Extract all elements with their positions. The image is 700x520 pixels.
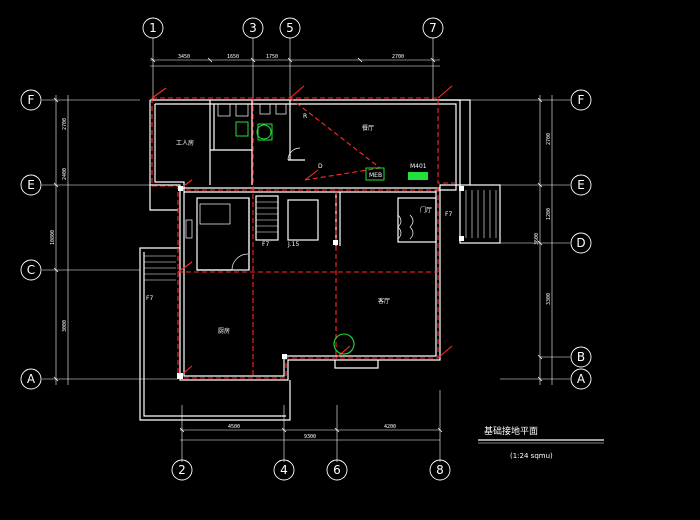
axis-label: A [27,372,36,386]
axis-bubble-right-F: F [570,89,592,111]
axis-bubbles: 1 3 5 7 2 4 6 8 [20,17,592,481]
axis-bubble-top-3: 3 [242,17,264,39]
dim-text: 1200 [546,208,552,220]
axis-bubble-bottom-8: 8 [429,459,451,481]
axis-bubble-bottom-4: 4 [273,459,295,481]
section-marks [177,186,464,379]
axis-bubble-right-A: A [570,368,592,390]
axis-bubble-left-C: C [20,259,42,281]
axis-label: 5 [286,21,294,35]
axis-bubble-bottom-2: 2 [171,459,193,481]
axis-label: 6 [333,463,341,477]
axis-label: 2 [178,463,186,477]
m401-box [408,172,428,180]
equipment-label: M401 [410,163,427,170]
axis-bubble-left-A: A [20,368,42,390]
meb-box [365,167,385,181]
axis-label: F [578,93,585,107]
dim-text: 2700 [62,118,68,130]
dim-text: 2400 [62,168,68,180]
axis-label: D [576,236,585,250]
note-label: F7 [146,295,153,302]
axis-bubble-top-1: 1 [142,17,164,39]
dim-text: 3300 [546,293,552,305]
axis-bubble-top-5: 5 [279,17,301,39]
axis-label: 4 [280,463,288,477]
axis-label: B [577,350,585,364]
dim-text: 4200 [384,424,396,430]
note-label: R [303,113,307,120]
note-label: D [318,163,323,170]
axis-label: A [577,372,586,386]
dim-text: 3600 [534,233,540,245]
dim-text: 2700 [546,133,552,145]
axis-bubble-right-B: B [570,346,592,368]
axis-label: 8 [436,463,444,477]
grid-lines [42,38,570,462]
axis-bubble-top-7: 7 [422,17,444,39]
equipment-label: MEB [369,172,382,179]
dimension-ticks [53,57,543,433]
axis-label: E [577,178,585,192]
stair-treads [144,190,497,281]
dim-text: 10800 [50,230,56,245]
axis-label: F [28,93,35,107]
room-label: 厨房 [218,327,230,335]
note-label: F7 [262,241,269,248]
terminal-circle-marker [256,124,272,140]
axis-label: 7 [429,21,437,35]
axis-bubble-right-E: E [570,174,592,196]
axis-label: 3 [249,21,257,35]
axis-bubble-bottom-6: 6 [326,459,348,481]
drawing-title: 基础接地平面 [484,425,538,437]
axis-label: C [27,263,35,277]
axis-bubble-right-D: D [570,232,592,254]
green-markers [235,121,428,355]
terminal-box-marker [257,123,273,141]
ground-point-marker [333,333,355,355]
axis-label: E [27,178,35,192]
room-label: 门厅 [420,206,432,214]
dim-text: 1650 [227,54,239,60]
note-label: J.15 [287,241,299,248]
axis-bubble-left-E: E [20,174,42,196]
grounding-lines [151,97,458,379]
room-label: 餐厅 [362,124,374,132]
dim-text: 3450 [178,54,190,60]
walls [139,99,501,421]
drawing-subtitle: (1:24 sqmu) [510,452,553,460]
dim-text: 2700 [392,54,404,60]
note-label: F7 [445,211,452,218]
room-label: 客厅 [378,297,390,305]
dim-text: 1750 [266,54,278,60]
dim-text: 3000 [62,320,68,332]
dimension-lines [55,59,553,441]
fixtures [185,103,414,271]
axis-bubble-left-F: F [20,89,42,111]
axis-label: 1 [149,21,157,35]
dim-text: 4500 [228,424,240,430]
terminal-box-marker [235,121,249,137]
dim-text: 9300 [304,434,316,440]
room-label: 工人房 [176,139,194,147]
